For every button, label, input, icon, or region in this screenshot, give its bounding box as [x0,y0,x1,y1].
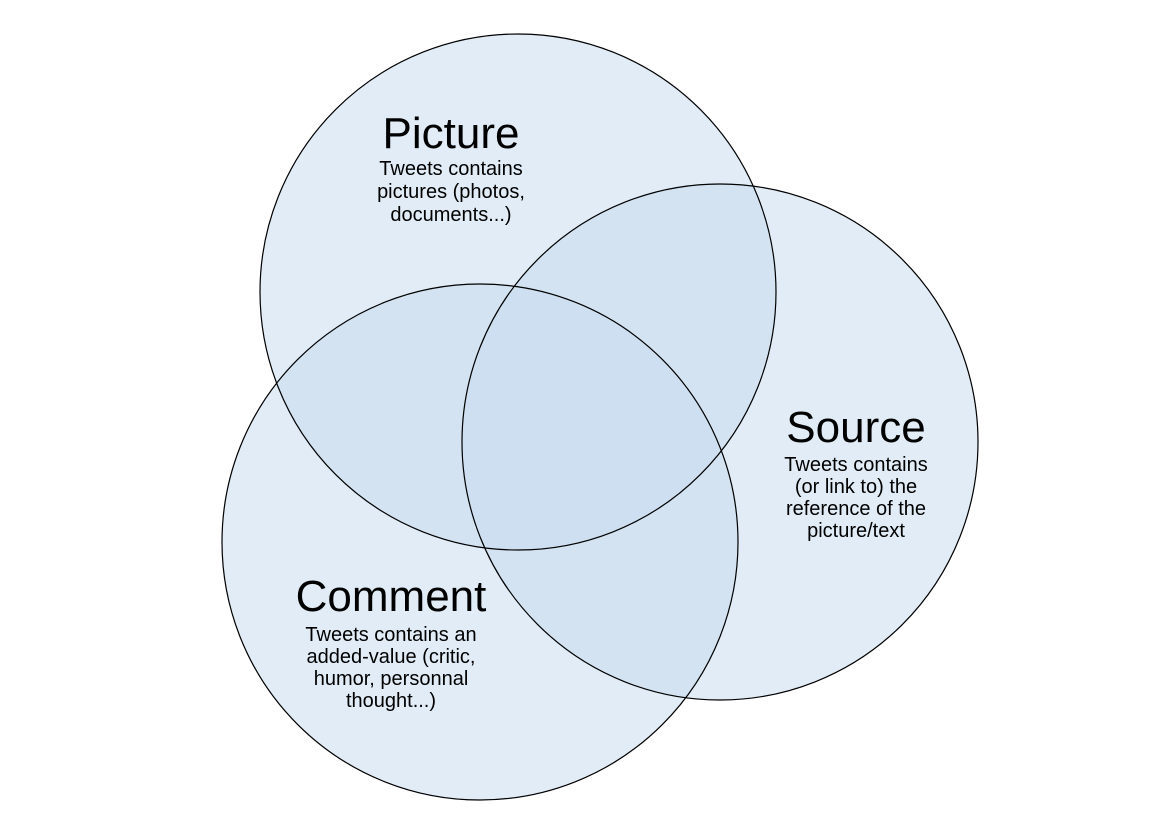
comment-circle [222,284,738,800]
picture-title: Picture [383,109,520,158]
source-desc-line-3: reference of the [786,498,926,520]
comment-desc-line-4: thought...) [346,690,436,712]
comment-desc-line-3: humor, personnal [314,668,469,690]
picture-desc-line-2: pictures (photos, [377,181,525,203]
source-title: Source [786,403,925,452]
source-circle-outline [461,183,979,701]
comment-circle-outline [221,283,739,801]
picture-desc-line-3: documents...) [390,204,511,226]
comment-desc-line-1: Tweets contains an [305,624,476,646]
source-desc-line-4: picture/text [807,520,905,542]
source-desc-line-2: (or link to) the [795,476,917,498]
picture-circle-outline [259,33,777,551]
picture-desc-line-1: Tweets contains [379,158,522,180]
comment-title: Comment [296,572,487,621]
comment-desc-line-2: added-value (critic, [307,646,476,668]
source-desc-line-1: Tweets contains [784,454,927,476]
